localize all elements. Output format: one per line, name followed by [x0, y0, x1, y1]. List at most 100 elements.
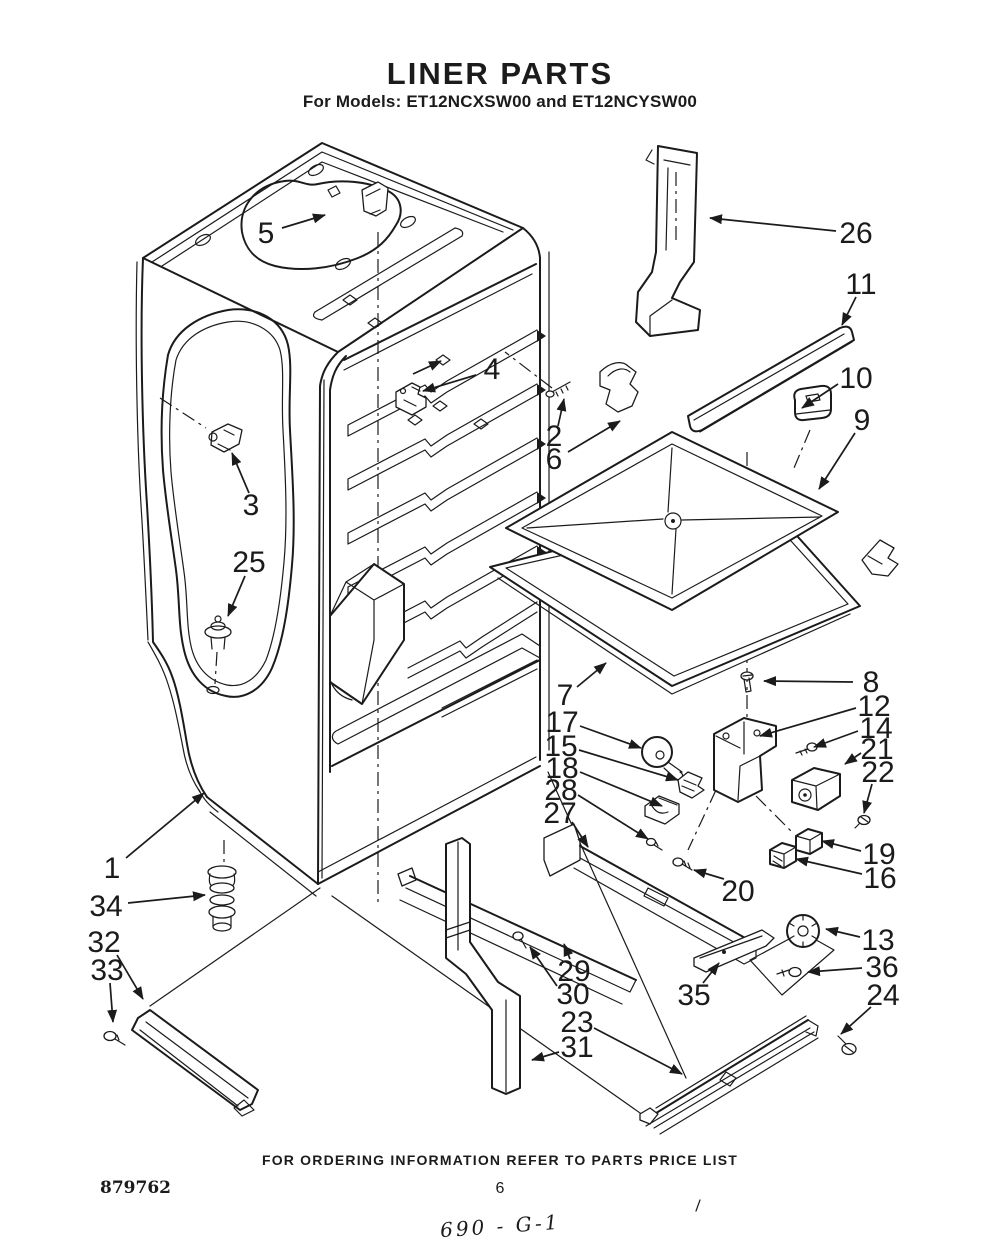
callout-number-17: 17	[545, 706, 578, 739]
callout-number-1: 1	[104, 852, 121, 885]
callout-number-33: 33	[90, 954, 123, 987]
callout-number-15: 15	[544, 730, 577, 763]
bracket-part-12	[713, 717, 777, 803]
callout-number-28: 28	[544, 774, 577, 807]
callout-number-19: 19	[862, 838, 895, 871]
wall-holes	[342, 294, 489, 430]
leader-line-11	[841, 296, 857, 326]
callout-number-4: 4	[484, 353, 501, 386]
trim-strip-part-11	[687, 325, 855, 433]
callout-number-26: 26	[839, 217, 872, 250]
block-part-19	[795, 828, 823, 855]
grommet-part-34	[207, 865, 237, 932]
leader-line-31	[531, 1051, 560, 1062]
bracket-part-35	[693, 929, 775, 973]
top-hinge-part-5	[327, 181, 389, 217]
leader-line-35	[702, 962, 720, 984]
leader-line-24	[840, 1006, 872, 1035]
leader-line-19	[821, 839, 862, 852]
callout-number-16: 16	[863, 862, 896, 895]
rail-part-32	[131, 1009, 259, 1117]
callout-number-22: 22	[861, 756, 894, 789]
document-number: 879762	[100, 1178, 171, 1198]
leader-line-18	[579, 771, 663, 807]
leader-line-3	[231, 452, 250, 494]
page-number: 6	[495, 1180, 505, 1197]
leader-line-6	[567, 420, 621, 453]
star-knob-part-13	[786, 914, 820, 948]
screw-part-2	[545, 381, 571, 398]
callout-number-21: 21	[860, 733, 893, 766]
callout-number-31: 31	[560, 1031, 593, 1064]
shelf-support-ribs	[347, 329, 546, 718]
leader-line-21	[844, 752, 862, 765]
leader-line-16	[795, 856, 863, 875]
screw-part-14	[795, 742, 818, 756]
callout-number-11: 11	[845, 268, 876, 301]
page-title: LINER PARTS	[386, 56, 614, 91]
screw-part-36	[776, 966, 802, 978]
clip-part-15	[677, 771, 705, 799]
leader-line-17	[579, 725, 642, 749]
ordering-note: FOR ORDERING INFORMATION REFER TO PARTS …	[261, 1152, 739, 1168]
leader-line-25	[227, 575, 246, 617]
callout-number-34: 34	[89, 890, 122, 923]
callout-number-32: 32	[87, 926, 120, 959]
leader-line-29	[563, 943, 574, 960]
bracket-part-6	[599, 361, 639, 413]
screw-part-20	[672, 857, 693, 871]
page-subtitle: For Models: ET12NCXSW00 and ET12NCYSW00	[302, 92, 698, 111]
leader-line-32	[116, 954, 144, 1000]
leader-line-4	[422, 374, 477, 393]
callout-number-8: 8	[863, 666, 880, 699]
light-bulb-part-17	[641, 736, 684, 781]
screw-part-28	[645, 837, 663, 851]
side-clip-part-3	[208, 423, 243, 453]
callout-number-23: 23	[560, 1006, 593, 1039]
block-part-21	[791, 767, 841, 811]
leader-line-8	[763, 676, 854, 687]
callout-number-29: 29	[557, 955, 590, 988]
lower-rail-cluster	[397, 867, 835, 1005]
leader-line-34	[127, 891, 206, 904]
leader-line-20	[693, 868, 725, 880]
callout-number-35: 35	[677, 979, 710, 1012]
leader-line-36	[807, 966, 863, 977]
bottom-cluster	[103, 837, 857, 1135]
projection-lines	[149, 232, 811, 1212]
callout-number-36: 36	[865, 951, 898, 984]
callout-number-7: 7	[557, 679, 574, 712]
callout-number-24: 24	[866, 979, 899, 1012]
leader-line-4	[412, 360, 442, 375]
callout-number-20: 20	[721, 875, 754, 908]
leader-line-27	[571, 821, 589, 848]
callout-number-9: 9	[854, 404, 871, 437]
mounting-plate-outline	[749, 931, 835, 996]
leader-line-26	[709, 214, 837, 232]
leader-line-22	[862, 783, 873, 814]
callout-number-25: 25	[232, 546, 265, 579]
callout-number-5: 5	[258, 217, 275, 250]
wall-bracket-part-4	[395, 382, 427, 416]
leader-line-15	[578, 749, 679, 782]
callout-number-14: 14	[859, 712, 892, 745]
drain-button-part-25	[204, 615, 232, 695]
callout-number-2: 2	[546, 420, 563, 453]
leader-line-1	[125, 792, 205, 859]
screw-part-8	[740, 671, 754, 693]
leader-line-9	[818, 432, 856, 490]
frame-corner-bracket	[861, 539, 899, 577]
screw-part-22	[854, 814, 871, 829]
air-duct-part-26	[635, 145, 701, 337]
channel-part-31	[445, 837, 521, 1095]
leader-line-2	[556, 398, 567, 427]
leader-line-7	[576, 662, 607, 688]
callout-number-10: 10	[839, 362, 872, 395]
callout-number-30: 30	[556, 978, 589, 1011]
leader-line-14	[813, 730, 859, 748]
leader-line-10	[801, 383, 839, 409]
callout-number-13: 13	[861, 924, 894, 957]
leader-line-13	[825, 926, 861, 938]
cabinet-liner-drawing	[135, 142, 550, 897]
